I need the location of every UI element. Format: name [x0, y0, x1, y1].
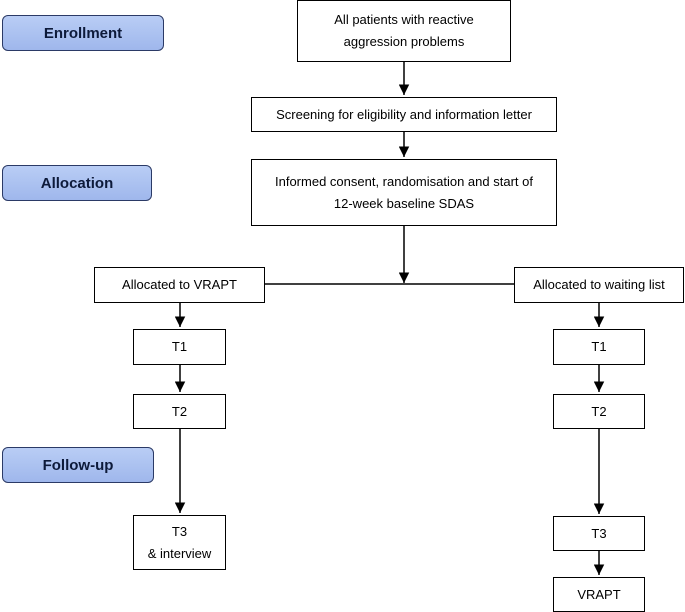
- box-screening: Screening for eligibility and informatio…: [251, 97, 557, 132]
- box-all-patients: All patients with reactive aggression pr…: [297, 0, 511, 62]
- box-right-t2: T2: [553, 394, 645, 429]
- box-allocated-vrapt: Allocated to VRAPT: [94, 267, 265, 303]
- box-allocated-waiting-list: Allocated to waiting list: [514, 267, 684, 303]
- stage-enrollment: Enrollment: [2, 15, 164, 51]
- box-left-t2: T2: [133, 394, 226, 429]
- stage-followup: Follow-up: [2, 447, 154, 483]
- box-consent: Informed consent, randomisation and star…: [251, 159, 557, 226]
- box-right-vrapt: VRAPT: [553, 577, 645, 612]
- box-left-t3-interview: T3 & interview: [133, 515, 226, 570]
- box-right-t1: T1: [553, 329, 645, 365]
- box-left-t1: T1: [133, 329, 226, 365]
- box-right-t3: T3: [553, 516, 645, 551]
- stage-allocation: Allocation: [2, 165, 152, 201]
